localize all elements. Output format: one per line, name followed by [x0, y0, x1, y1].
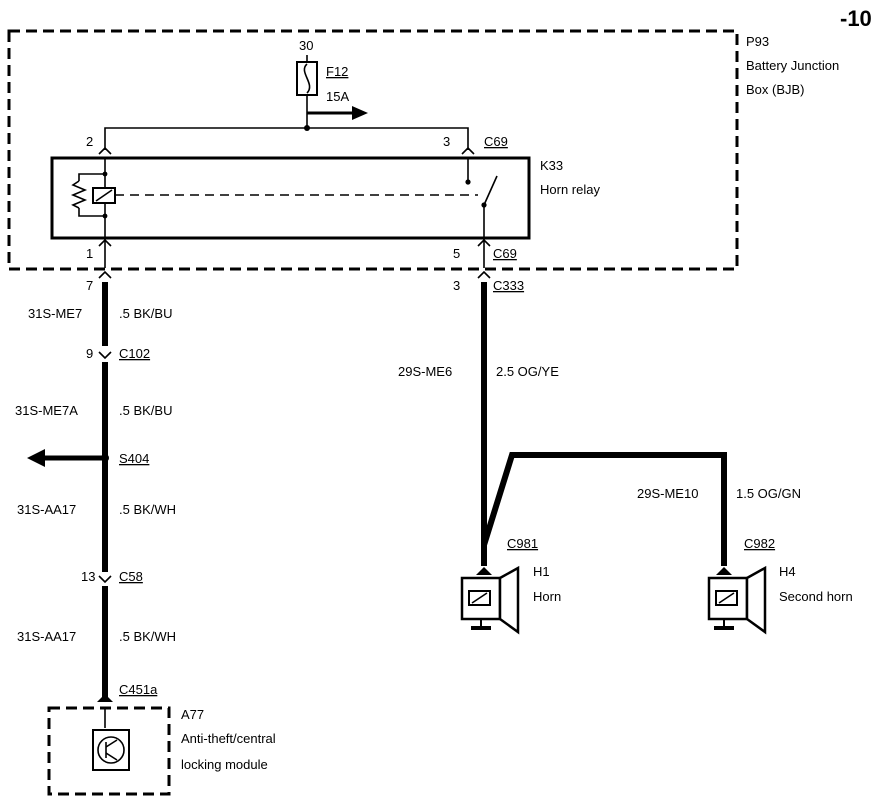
- transistor-collector: [105, 739, 118, 748]
- horn-h4-icon: [707, 565, 767, 635]
- splice-dot: [102, 171, 108, 177]
- resistor-lead-bottom: [78, 208, 105, 217]
- connector-c69-top: C69: [484, 134, 508, 149]
- pin-1-label: 1: [86, 246, 93, 261]
- connector-c69-bottom: C69: [493, 246, 517, 261]
- fuse-pin-label: 30: [299, 38, 313, 53]
- wire5-circuit: 29S-ME6: [398, 364, 452, 379]
- relay-id: K33: [540, 158, 563, 173]
- wire1-spec: .5 BK/BU: [119, 306, 172, 321]
- resistor-lead-top: [78, 173, 105, 181]
- splice-s404: S404: [119, 451, 149, 466]
- transistor-emitter: [105, 752, 118, 761]
- wire5-spec: 2.5 OG/YE: [496, 364, 559, 379]
- wire3-circuit: 31S-AA17: [17, 502, 76, 517]
- fuse-id: F12: [326, 64, 348, 79]
- page-number: -10: [840, 6, 872, 31]
- fuse-rating: 15A: [326, 89, 349, 104]
- connector-mark-icon: [477, 270, 491, 279]
- connector-mark-icon: [98, 146, 112, 155]
- module-id: A77: [181, 707, 204, 722]
- bjb-id: P93: [746, 34, 769, 49]
- module-label-line1: Anti-theft/central: [181, 731, 276, 746]
- branch-arrow-icon: [352, 106, 368, 120]
- module-box: [47, 706, 171, 796]
- wire3-spec: .5 BK/WH: [119, 502, 176, 517]
- relay-name: Horn relay: [540, 182, 600, 197]
- horn2-name: Second horn: [779, 589, 853, 604]
- bjb-label-line2: Box (BJB): [746, 82, 805, 97]
- connector-c981: C981: [507, 536, 538, 551]
- connector-mark-icon: [461, 146, 475, 155]
- connector-c451a: C451a: [119, 682, 158, 697]
- pin-5-label: 5: [453, 246, 460, 261]
- transistor-icon: [97, 736, 125, 764]
- splice-dot: [102, 213, 108, 219]
- wire2-spec: .5 BK/BU: [119, 403, 172, 418]
- wire6-spec: 1.5 OG/GN: [736, 486, 801, 501]
- wire2-circuit: 31S-ME7A: [15, 403, 78, 418]
- relay-switch-blade: [483, 175, 498, 206]
- connector-mark-icon: [97, 694, 113, 702]
- connector-c102: C102: [119, 346, 150, 361]
- connector-mark-icon: [98, 351, 112, 360]
- relay-box: [50, 156, 531, 240]
- module-label-line2: locking module: [181, 757, 268, 772]
- connector-c982: C982: [744, 536, 775, 551]
- contact-dot: [465, 179, 471, 185]
- connector-mark-icon: [98, 575, 112, 584]
- pin-3-label: 3: [443, 134, 450, 149]
- module-element-box: [92, 729, 130, 771]
- connector-c333: C333: [493, 278, 524, 293]
- relay-coil-slash: [95, 189, 113, 202]
- bjb-box: [7, 29, 739, 271]
- resistor-icon: [70, 180, 88, 209]
- fuse-element-icon: [303, 63, 311, 94]
- bjb-label-line1: Battery Junction: [746, 58, 839, 73]
- wire6-circuit: 29S-ME10: [637, 486, 698, 501]
- wire4-spec: .5 BK/WH: [119, 629, 176, 644]
- connector-mark-icon: [98, 270, 112, 279]
- horn1-name: Horn: [533, 589, 561, 604]
- horn2-id: H4: [779, 564, 796, 579]
- pin-3b-label: 3: [453, 278, 460, 293]
- relay-supply-wire: [104, 127, 469, 150]
- connector-mark-icon: [476, 567, 492, 575]
- connector-mark-icon: [716, 567, 732, 575]
- wire1-circuit: 31S-ME7: [28, 306, 82, 321]
- pin-7-label: 7: [86, 278, 93, 293]
- pin-9-label: 9: [86, 346, 93, 361]
- pin-13-label: 13: [81, 569, 95, 584]
- horn1-id: H1: [533, 564, 550, 579]
- pin-2-label: 2: [86, 134, 93, 149]
- branch-arrow-icon: [27, 449, 45, 467]
- wire-29s-me10: [481, 452, 727, 566]
- horn-h1-icon: [460, 565, 520, 635]
- connector-c58: C58: [119, 569, 143, 584]
- wire4-circuit: 31S-AA17: [17, 629, 76, 644]
